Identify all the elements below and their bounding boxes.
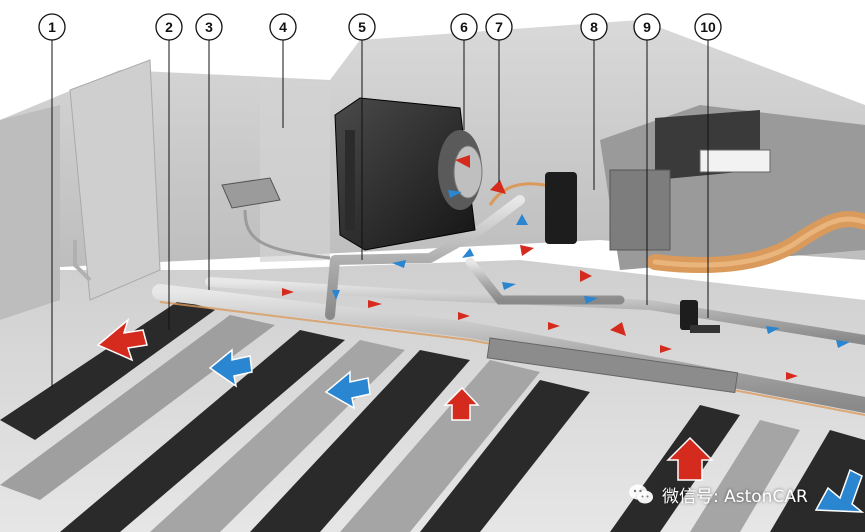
svg-text:9: 9 — [643, 19, 651, 35]
cold-flow-arrow — [516, 214, 528, 225]
cold-flow-arrow — [766, 326, 780, 334]
callout-6: 6 — [450, 13, 478, 41]
cold-flow-arrow — [584, 296, 598, 304]
cold-flow-arrow — [324, 370, 371, 410]
svg-text:5: 5 — [358, 19, 366, 35]
flow-arrows — [96, 155, 865, 513]
callout-9: 9 — [633, 13, 661, 41]
hot-flow-arrow — [520, 245, 534, 256]
callout-2: 2 — [155, 13, 183, 41]
ground-plug — [221, 177, 331, 260]
callout-3: 3 — [195, 13, 223, 41]
callout-10: 10 — [694, 13, 722, 41]
wechat-icon — [628, 483, 654, 505]
cold-flow-arrow — [392, 260, 406, 268]
watermark: 微信号: AstonCAR — [628, 480, 808, 508]
hot-flow-arrow — [455, 155, 470, 168]
cooling-plates — [0, 300, 865, 532]
hot-flow-arrow — [490, 180, 506, 194]
hot-flow-arrow — [786, 372, 798, 380]
coolant-pump — [334, 97, 483, 251]
cold-flow-arrow — [462, 248, 474, 258]
svg-text:10: 10 — [700, 19, 716, 35]
callout-4: 4 — [269, 13, 297, 41]
callout-1: 1 — [38, 13, 66, 41]
hot-flow-arrow — [282, 288, 294, 296]
svg-text:6: 6 — [460, 19, 468, 35]
callouts: 1 2 3 4 5 6 7 8 — [38, 13, 722, 41]
hot-flow-arrow — [660, 345, 672, 353]
hot-flow-arrow — [443, 386, 480, 421]
svg-text:3: 3 — [205, 19, 213, 35]
hot-flow-arrow — [610, 322, 626, 336]
svg-text:8: 8 — [590, 19, 598, 35]
cold-flow-arrow — [502, 282, 516, 290]
svg-text:2: 2 — [165, 19, 173, 35]
cold-flow-arrow — [448, 190, 462, 198]
svg-text:7: 7 — [495, 19, 503, 35]
cold-flow-arrow — [836, 340, 850, 348]
cold-flow-arrow — [208, 348, 253, 388]
callout-leaders — [51, 40, 709, 388]
callout-5: 5 — [348, 13, 376, 41]
svg-text:4: 4 — [279, 19, 287, 35]
hot-flow-arrow — [368, 300, 382, 308]
svg-text:1: 1 — [48, 19, 56, 35]
control-module — [600, 105, 865, 270]
cold-flow-arrow — [332, 290, 340, 300]
temperature-sensor — [680, 300, 720, 333]
watermark-text: 微信号: AstonCAR — [662, 486, 808, 507]
hot-flow-arrow — [580, 270, 592, 282]
callout-7: 7 — [485, 13, 513, 41]
sensor-connector — [488, 172, 577, 244]
hot-flow-arrow — [96, 317, 148, 362]
cold-flow-arrow — [814, 468, 865, 513]
callout-8: 8 — [580, 13, 608, 41]
hot-flow-arrow — [458, 312, 470, 320]
hot-flow-arrow — [548, 322, 560, 330]
hot-flow-arrow — [666, 436, 714, 481]
